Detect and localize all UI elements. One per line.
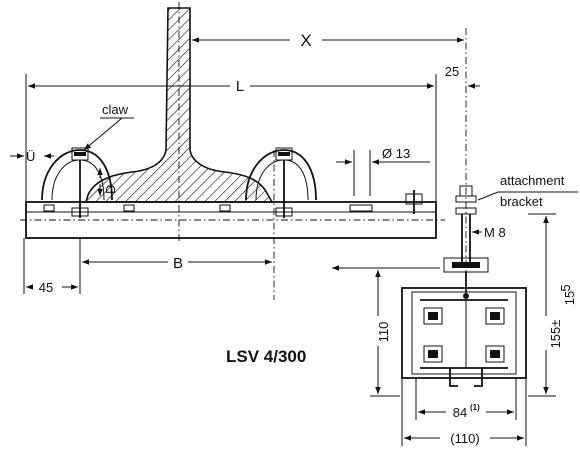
dimension-diam13: Ø 13 [336,146,430,196]
attachment-callout: attachment bracket [477,173,578,209]
housing-section [401,287,527,387]
dim-d-label: D [103,185,118,194]
right-claw [245,147,317,300]
dimension-45: 45 [23,238,81,295]
dim-110-label: 110 [376,322,391,343]
dim-155-label: 155± [548,320,563,349]
beam-bolt [405,190,423,214]
dimension-m8: M 8 [472,225,506,240]
rail-profile [84,2,274,242]
beam [20,201,445,239]
dimension-d: D [97,168,118,196]
dimension-84: 84 (1) [415,378,517,420]
dim-84-note: (1) [470,403,480,412]
dimension-u: Ü [10,149,54,164]
dimension-155: 155± 5 15 [528,213,577,397]
diagram-title: LSV 4/300 [226,347,306,366]
dimension-x: X [192,31,464,50]
claw-label: claw [102,102,129,117]
dimension-110: 110 [370,267,400,397]
dimension-110-width: (110) [401,378,527,446]
dim-u-label: Ü [26,149,35,164]
dim-155-tol-plus: 5 [558,284,573,291]
dim-25-label: 25 [445,64,459,79]
dim-m8-label: M 8 [484,225,506,240]
dimension-b: B [82,255,272,272]
attachment-bracket [443,28,489,300]
claw-callout: claw [83,102,134,151]
dim-84-label: 84 [453,405,467,420]
bracket-label: bracket [500,194,543,209]
attachment-label: attachment [500,173,565,188]
dim-b-label: B [173,255,183,272]
dim-155-tol-minus: 15 [562,291,577,305]
dimension-25: 25 [420,64,480,89]
dim-l-label: L [236,78,244,95]
dim-x-label: X [300,31,311,50]
dim-diam13-label: Ø 13 [382,146,410,161]
dimension-l: L [25,74,437,202]
dim-45-label: 45 [39,280,53,295]
left-claw [41,147,113,218]
dim-110w-label: (110) [450,431,479,446]
